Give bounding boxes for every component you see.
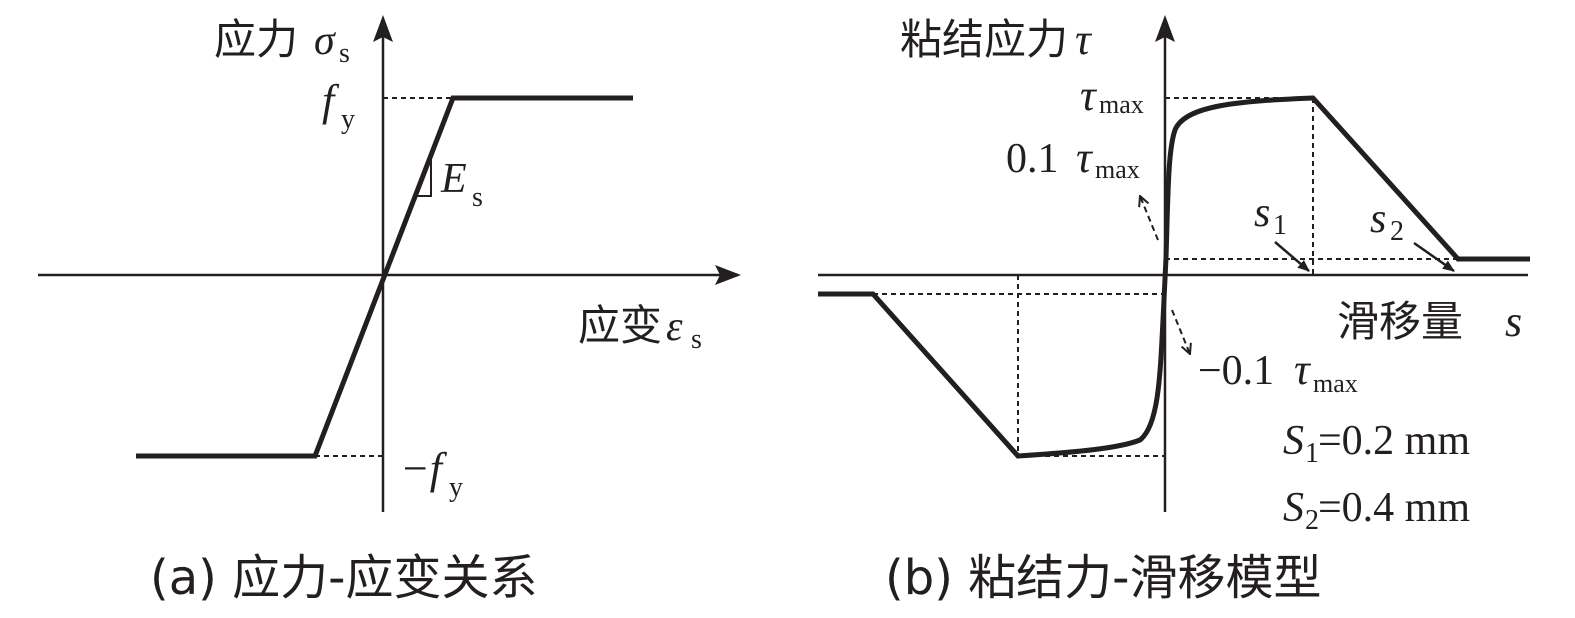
panel-b-y-axis-symbol: τ bbox=[1075, 15, 1093, 64]
panel-b-s2-note-sub: 2 bbox=[1305, 505, 1319, 536]
panel-b-y-axis-label: 粘结应力 bbox=[900, 15, 1068, 64]
panel-a-y-axis-symbol: σ bbox=[314, 18, 337, 64]
panel-a-stress-strain: 应力 σ s f y E s 应变 ε s −f y (a) 应力-应变关系 bbox=[38, 15, 741, 606]
panel-b-s2-sub: 2 bbox=[1390, 216, 1404, 247]
panel-b-s2-arrow bbox=[1413, 241, 1455, 273]
panel-a-yield-pos-symbol: f bbox=[322, 76, 340, 125]
panel-a-caption: (a) 应力-应变关系 bbox=[150, 550, 537, 606]
panel-a-x-axis-arrowhead bbox=[715, 265, 741, 285]
panel-a-stress-strain-curve bbox=[136, 95, 633, 459]
panel-b-s1-arrow bbox=[1274, 241, 1310, 272]
panel-b-tau01-prefix: 0.1 bbox=[1006, 136, 1059, 182]
panel-b-neg-tau01-symbol: τ bbox=[1294, 345, 1312, 394]
panel-b-s1-sub: 1 bbox=[1273, 210, 1287, 241]
panel-a-modulus-symbol: E bbox=[440, 156, 467, 202]
panel-a-yield-neg-symbol: −f bbox=[400, 444, 448, 493]
panel-a-y-axis-arrowhead bbox=[373, 15, 393, 42]
panel-a-yield-neg-sub: y bbox=[449, 472, 463, 503]
panel-b-s2-symbol: s bbox=[1370, 196, 1386, 242]
panel-a-y-axis-sub: s bbox=[339, 38, 350, 69]
panel-b-s1-note-sub: 1 bbox=[1305, 438, 1319, 469]
panel-a-yield-pos-sub: y bbox=[341, 104, 355, 135]
panel-b-neg-tau01-callout-arrow bbox=[1171, 309, 1190, 354]
panel-b-s2-note-value: =0.4 mm bbox=[1318, 485, 1470, 531]
panel-b-tau-max-symbol: τ bbox=[1080, 71, 1098, 120]
panel-b-y-axis-arrowhead bbox=[1155, 15, 1175, 42]
panel-a-x-axis-sub: s bbox=[691, 324, 702, 355]
panel-a-modulus-sub: s bbox=[472, 182, 483, 213]
panel-b-tau01-symbol: τ bbox=[1076, 133, 1094, 182]
panel-a-x-axis-label: 应变 bbox=[578, 301, 662, 350]
panel-b-neg-tau01-sub: max bbox=[1313, 369, 1358, 398]
panel-b-x-axis-label: 滑移量 bbox=[1337, 297, 1463, 346]
panel-b-s1-note-symbol: S bbox=[1283, 418, 1304, 464]
panel-a-x-axis-symbol: ε bbox=[666, 304, 683, 350]
panel-b-bond-slip: 粘结应力 τ τ max 0.1 τ max s 1 s 2 滑移量 s −0.… bbox=[818, 15, 1530, 606]
panel-a-y-axis-label: 应力 bbox=[214, 15, 298, 64]
panel-b-caption: (b) 粘结力-滑移模型 bbox=[885, 550, 1322, 606]
panel-b-x-axis-symbol: s bbox=[1505, 297, 1522, 346]
panel-b-tau01-sub: max bbox=[1095, 155, 1140, 184]
panel-b-tau-max-sub: max bbox=[1099, 90, 1144, 119]
panel-b-tau01-callout-arrow bbox=[1140, 196, 1159, 241]
panel-b-s2-note-symbol: S bbox=[1283, 485, 1304, 531]
panel-a-modulus-slope-triangle bbox=[416, 157, 432, 197]
panel-b-s1-symbol: s bbox=[1254, 190, 1270, 236]
panel-b-neg-tau01-prefix: −0.1 bbox=[1198, 348, 1274, 394]
panel-b-bond-slip-curve bbox=[818, 95, 1530, 459]
panel-b-s1-note-value: =0.2 mm bbox=[1318, 418, 1470, 464]
